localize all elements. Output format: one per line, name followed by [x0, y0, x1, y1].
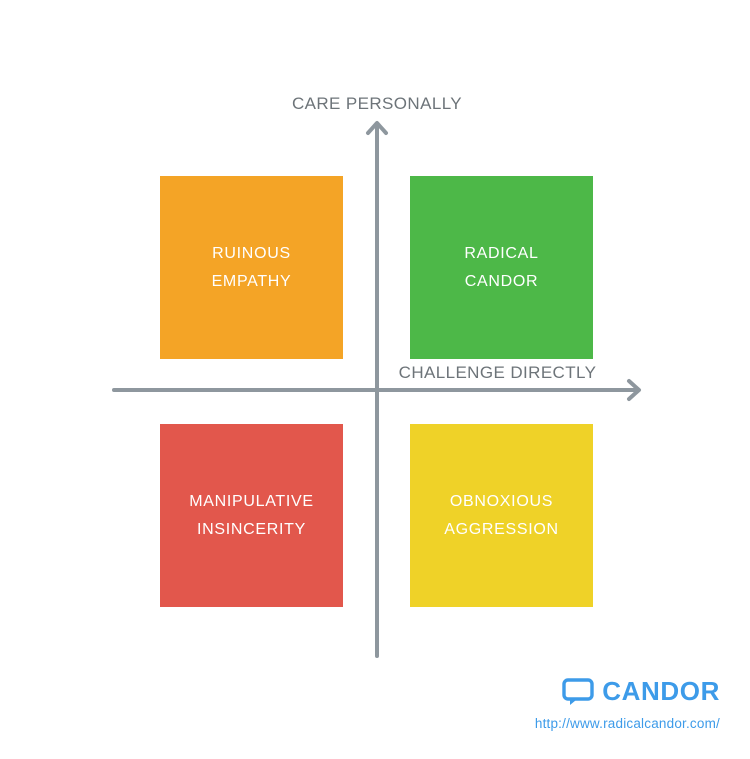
footer-branding: CANDOR http://www.radicalcandor.com/: [535, 676, 720, 731]
candor-logo-text: CANDOR: [602, 676, 720, 706]
quadrant-label-line: MANIPULATIVE: [189, 492, 314, 510]
quadrant-label-line: OBNOXIOUS: [449, 492, 554, 510]
website-link[interactable]: http://www.radicalcandor.com/: [535, 716, 720, 731]
y-axis-label: CARE PERSONALLY: [291, 94, 463, 113]
y-axis-arrowhead: [366, 121, 388, 135]
quadrant-manipulative-insincerity: MANIPULATIVE INSINCERITY: [160, 424, 343, 607]
quadrant-label-line: EMPATHY: [211, 272, 292, 290]
candor-logo: CANDOR: [535, 676, 720, 707]
quadrant-label-line: RUINOUS: [212, 244, 291, 262]
quadrant-label-line: CANDOR: [464, 272, 539, 290]
quadrant-ruinous-empathy: RUINOUS EMPATHY: [160, 176, 343, 359]
quadrant-label-line: AGGRESSION: [444, 520, 559, 538]
website-link-text[interactable]: http://www.radicalcandor.com/: [534, 716, 720, 731]
x-axis-arrowhead: [627, 379, 641, 401]
quadrant-radical-candor: RADICAL CANDOR: [410, 176, 593, 359]
speech-bubble-icon: [562, 677, 594, 706]
quadrant-obnoxious-aggression: OBNOXIOUS AGGRESSION: [410, 424, 593, 607]
quadrant-label-line: INSINCERITY: [196, 520, 307, 538]
x-axis-label: CHALLENGE DIRECTLY: [398, 363, 597, 382]
quadrant-label-line: RADICAL: [464, 244, 539, 262]
